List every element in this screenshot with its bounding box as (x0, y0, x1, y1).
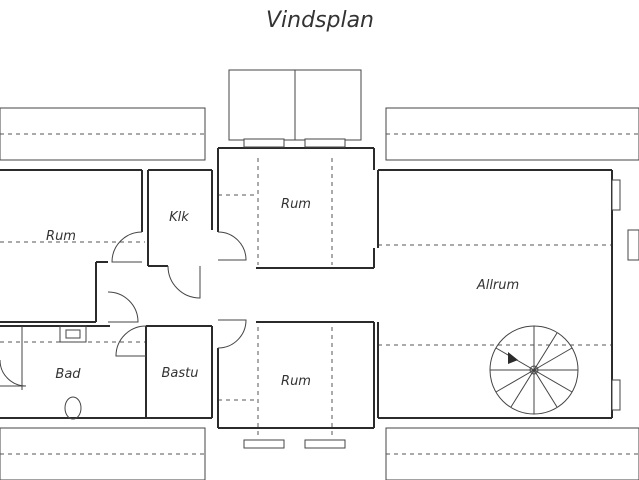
doors (0, 231, 247, 387)
spiral-staircase-icon (489, 325, 579, 415)
room-label-allrum: Allrum (476, 278, 519, 293)
room-label-rum-top: Rum (281, 197, 311, 212)
plan-title: Vindsplan (266, 8, 374, 33)
room-label-rum-bottom: Rum (281, 374, 311, 389)
sink-icon (59, 325, 87, 343)
windows (243, 138, 639, 449)
room-label-klk: Klk (169, 210, 189, 225)
fixtures (59, 325, 87, 420)
toilet-icon (64, 396, 82, 420)
roof-dashed-lines (0, 133, 639, 455)
room-label-bastu: Bastu (162, 366, 199, 381)
walls (0, 147, 613, 429)
room-label-rum-left: Rum (46, 229, 76, 244)
room-label-bad: Bad (55, 367, 81, 382)
